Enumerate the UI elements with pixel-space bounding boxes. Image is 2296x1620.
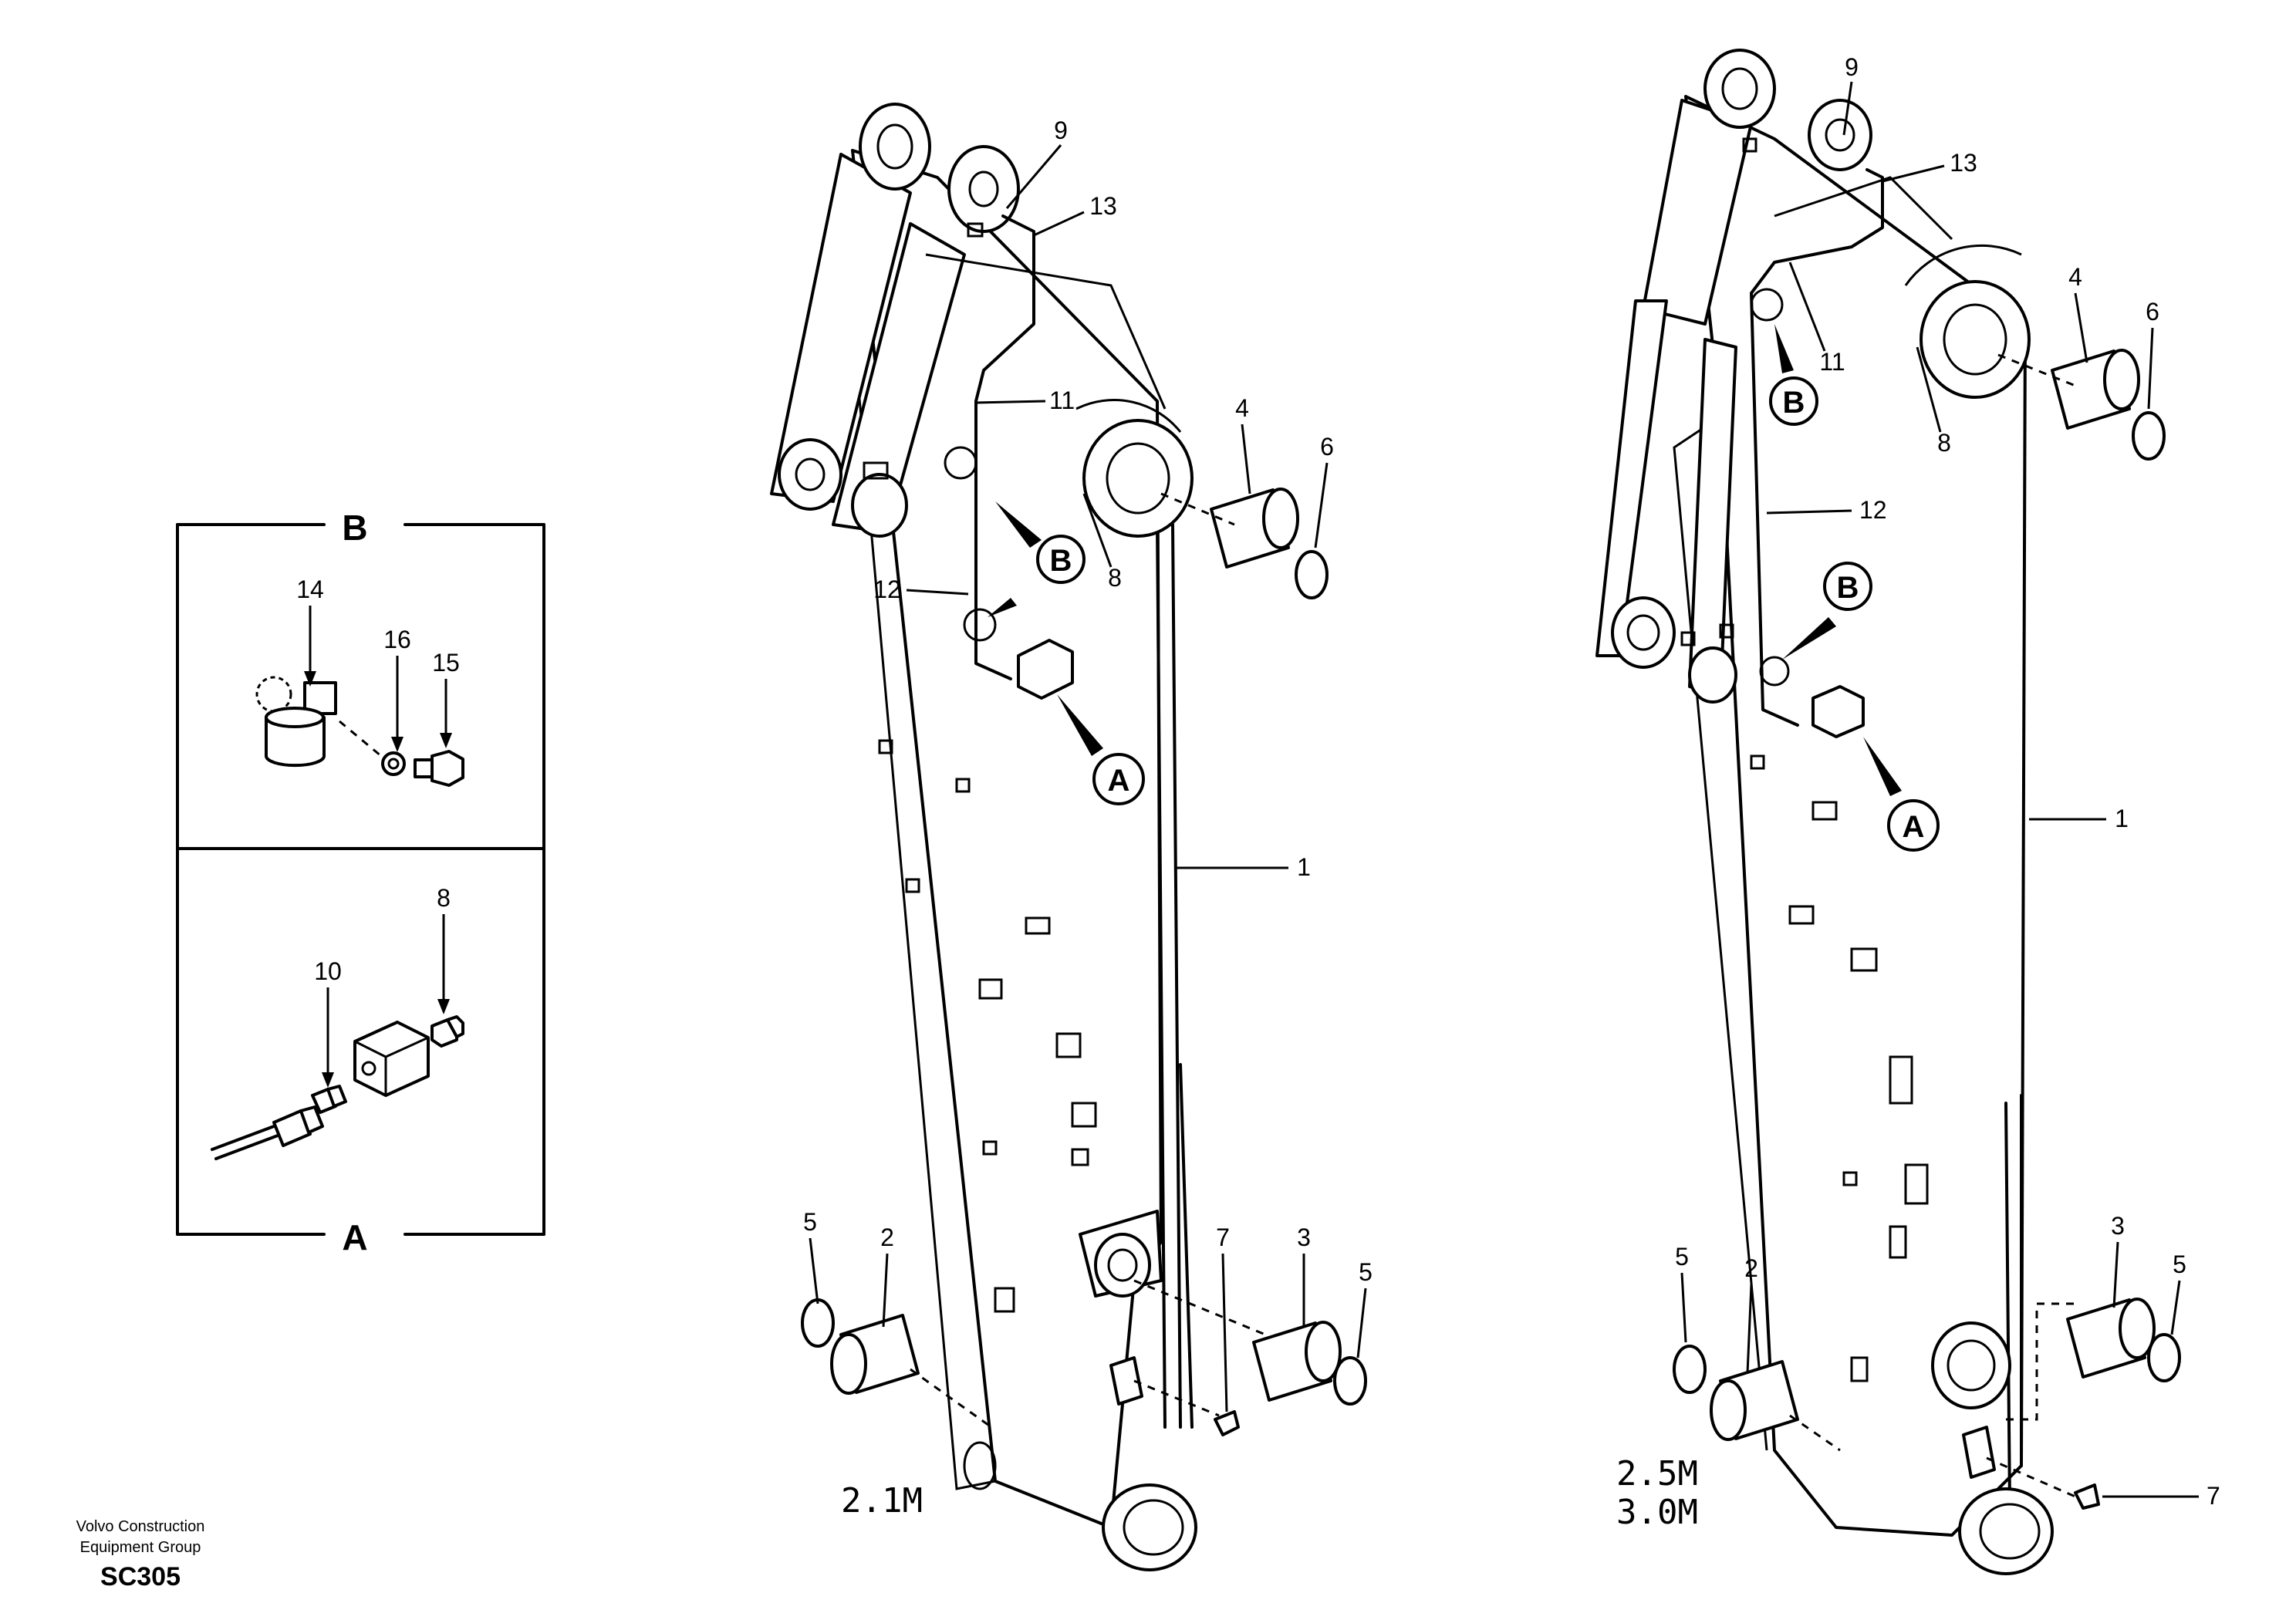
svg-text:B: B [1783, 386, 1805, 420]
company-name-line2: Equipment Group [80, 1539, 201, 1556]
left-part-number-11: 11 [1049, 386, 1075, 414]
left-callout-b2 [988, 598, 1017, 617]
svg-text:B: B [1837, 571, 1859, 605]
left-arm-assembly: 9 13 11 4 6 12 8 1 5 2 7 3 5 B [770, 103, 1373, 1571]
right-part-number-8: 8 [1937, 429, 1951, 457]
left-part-number-6: 6 [1320, 433, 1334, 461]
left-bushing-3 [1252, 1321, 1342, 1402]
right-callout-b-lower: B [1782, 562, 1872, 660]
part-number-8: 8 [437, 884, 451, 912]
svg-text:A: A [1108, 764, 1130, 798]
svg-text:B: B [1050, 544, 1072, 578]
left-part-number-9: 9 [1054, 116, 1068, 144]
right-part-number-11: 11 [1819, 348, 1845, 376]
right-part-number-1: 1 [2115, 805, 2129, 832]
right-arm-body [1684, 95, 2027, 1537]
right-part-number-6: 6 [2146, 298, 2159, 326]
left-part-number-13: 13 [1089, 192, 1117, 220]
right-bushing-3 [2066, 1298, 2156, 1379]
detail-a-block [353, 1021, 430, 1097]
right-bushing-2 [1710, 1360, 1799, 1441]
left-part-number-12: 12 [873, 575, 901, 603]
right-callout-b-upper: B [1769, 324, 1818, 426]
right-part-number-3: 3 [2111, 1212, 2125, 1240]
left-washer-6 [1295, 550, 1329, 599]
left-callout-a: A [1057, 694, 1145, 805]
part-number-15: 15 [432, 649, 460, 677]
left-part-number-7: 7 [1216, 1223, 1230, 1251]
right-part-number-12: 12 [1859, 496, 1887, 524]
right-part-number-4: 4 [2068, 263, 2082, 291]
detail-a-tube [211, 1105, 324, 1160]
left-part-number-8: 8 [1108, 564, 1122, 592]
right-washer-6 [2132, 411, 2166, 461]
detail-a-label: A [342, 1217, 367, 1257]
left-part-number-3: 3 [1297, 1223, 1311, 1251]
right-washer-5a [1673, 1345, 1707, 1394]
left-bushing-2 [830, 1314, 920, 1395]
left-washer-5a [801, 1298, 835, 1348]
right-arm-size-label-1: 2.5M [1616, 1454, 1698, 1493]
left-part-number-5b: 5 [1359, 1258, 1373, 1286]
left-part-number-1: 1 [1297, 853, 1311, 881]
left-part-number-2: 2 [880, 1223, 894, 1251]
right-part-number-5a: 5 [1675, 1243, 1689, 1271]
right-arm-size-label-2: 3.0M [1616, 1493, 1698, 1532]
right-arm-assembly: 9 13 11 4 6 8 12 1 5 2 3 5 7 B [1595, 49, 2220, 1575]
right-part-number-13: 13 [1950, 149, 1977, 177]
right-part-number-9: 9 [1845, 53, 1859, 81]
company-name-line1: Volvo Construction [76, 1518, 205, 1535]
left-bushing-4 [1210, 488, 1299, 569]
left-washer-5b [1333, 1356, 1367, 1406]
part-number-16: 16 [383, 626, 411, 653]
right-bushing-4 [2051, 349, 2140, 430]
detail-b-washer [381, 751, 406, 776]
detail-a-plug [430, 1015, 464, 1048]
right-callout-a: A [1863, 737, 1940, 852]
detail-a-fitting [311, 1085, 347, 1114]
right-part-number-7: 7 [2207, 1482, 2220, 1510]
left-part-number-5a: 5 [803, 1208, 817, 1236]
svg-text:A: A [1903, 810, 1925, 844]
left-callout-b: B [995, 501, 1086, 584]
right-part-number-5b: 5 [2173, 1250, 2186, 1278]
left-part-number-4: 4 [1235, 394, 1249, 422]
detail-b-clamp [255, 676, 337, 768]
drawing-code: SC305 [100, 1562, 181, 1591]
part-number-14: 14 [296, 575, 324, 603]
right-washer-5b [2147, 1333, 2181, 1382]
left-arm-size-label: 2.1M [841, 1481, 923, 1520]
right-part-number-2: 2 [1744, 1254, 1758, 1282]
part-number-10: 10 [314, 957, 342, 985]
detail-b-label: B [342, 508, 367, 548]
detail-panel: B A 14 16 15 [176, 508, 545, 1257]
detail-b-bolt [414, 750, 464, 787]
